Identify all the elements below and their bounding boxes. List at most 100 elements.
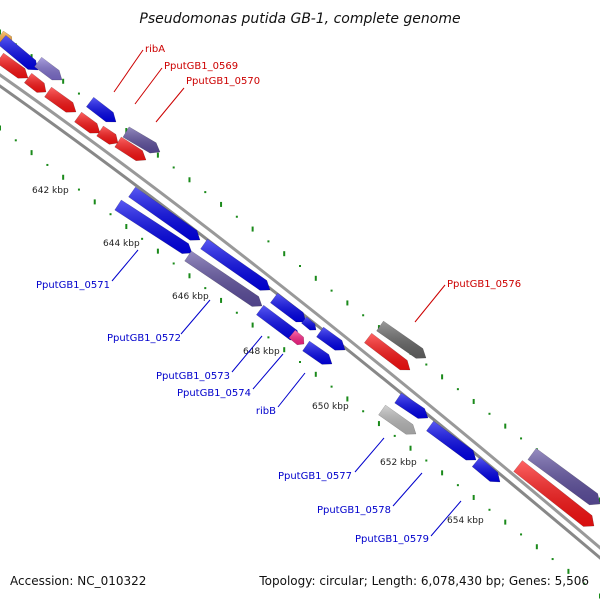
- gene-ribB-shade: [302, 340, 333, 365]
- gene-pputgb1-0578[interactable]: [426, 420, 477, 461]
- tick-644: 644 kbp: [103, 239, 140, 249]
- accession: Accession: NC_010322: [10, 574, 146, 588]
- gc-dot: [362, 410, 365, 413]
- gene-upper-right-1[interactable]: [394, 392, 429, 419]
- gene-long-2[interactable]: [200, 238, 271, 291]
- tick-652: 652 kbp: [380, 458, 417, 468]
- gene-right-purple[interactable]: [527, 448, 600, 506]
- label-pputgb1-0577[interactable]: PputGB1_0577: [278, 471, 352, 482]
- gc-dot: [267, 240, 270, 243]
- gene-partial-red-1[interactable]: [0, 52, 29, 79]
- gc-dot: [204, 287, 207, 290]
- gene-long-2-shade: [200, 238, 271, 291]
- gc-dot: [251, 322, 254, 328]
- gc-dot: [441, 374, 444, 380]
- gc-dot: [314, 275, 317, 281]
- gene-partial-red-2[interactable]: [23, 72, 47, 93]
- gc-dot: [235, 215, 238, 218]
- gene-ribB[interactable]: [302, 340, 333, 365]
- gc-dot: [204, 191, 207, 194]
- gene-pputgb1-0577[interactable]: [378, 404, 417, 435]
- gc-dot: [172, 166, 175, 169]
- gc-dot: [583, 582, 586, 585]
- gene-blue-small-1[interactable]: [270, 292, 307, 323]
- gc-dot: [504, 423, 507, 429]
- gene-pputgb1-0579-shade: [471, 457, 501, 483]
- gene-partial-red-3[interactable]: [44, 86, 77, 113]
- map-title: Pseudomonas putida GB-1, complete genome: [139, 11, 460, 27]
- gc-dot: [220, 201, 223, 207]
- gc-dot: [346, 396, 349, 402]
- label-pputgb1-0569[interactable]: PputGB1_0569: [164, 61, 238, 72]
- gene-ribA-shade: [85, 96, 117, 123]
- label-pputgb1-0579[interactable]: PputGB1_0579: [355, 534, 429, 545]
- gc-dot: [409, 445, 412, 451]
- gene-pputgb1-0579[interactable]: [471, 457, 501, 483]
- gc-dot: [314, 371, 317, 377]
- gc-dot: [299, 265, 301, 267]
- label-pputgb1-0574[interactable]: PputGB1_0574: [177, 388, 251, 399]
- gc-dot: [14, 139, 17, 142]
- label-pputgb1-0570[interactable]: PputGB1_0570: [186, 76, 260, 87]
- gc-dot: [488, 412, 491, 415]
- gene-partial-lavender[interactable]: [34, 56, 63, 81]
- gene-pputgb1-0572[interactable]: [184, 250, 263, 307]
- gene-pputgb1-0570[interactable]: [122, 126, 161, 154]
- tick-646: 646 kbp: [172, 292, 209, 302]
- label-pputgb1-0571[interactable]: PputGB1_0571: [36, 280, 110, 291]
- gene-gray[interactable]: [376, 320, 427, 359]
- gene-blue-small-2-shade: [316, 326, 346, 351]
- genome-backbone: [0, 73, 600, 560]
- gc-dot: [141, 237, 144, 240]
- gc-dot: [283, 251, 286, 257]
- gene-upper-right-1-shade: [394, 392, 429, 419]
- gc-dot: [267, 336, 270, 339]
- gene-pputgb1-0578-shade: [426, 420, 477, 461]
- gc-dot: [125, 128, 128, 134]
- gene-pputgb1-0576[interactable]: [364, 332, 411, 371]
- gc-dot: [30, 150, 33, 156]
- gc-dot: [456, 388, 459, 391]
- gc-dot: [472, 494, 475, 500]
- label-pputgb1-0576[interactable]: PputGB1_0576: [447, 279, 521, 290]
- gene-red-b[interactable]: [96, 125, 119, 145]
- gene-gray-shade: [376, 320, 427, 359]
- tick-654: 654 kbp: [447, 516, 484, 526]
- gc-dot: [283, 347, 286, 353]
- gc-dot: [377, 421, 380, 427]
- gene-blue-small-1-shade: [270, 292, 307, 323]
- label-pputgb1-0578[interactable]: PputGB1_0578: [317, 505, 391, 516]
- gene-partial-red-1-shade: [0, 52, 29, 79]
- gene-red-a[interactable]: [74, 111, 101, 134]
- gene-red-a-shade: [74, 111, 101, 134]
- label-pputgb1-0573[interactable]: PputGB1_0573: [156, 371, 230, 382]
- gene-labels: ribA PputGB1_0569 PputGB1_0570 PputGB1_0…: [36, 44, 521, 545]
- gc-dot: [188, 177, 191, 183]
- gc-dot: [346, 300, 349, 306]
- gene-blue-tiny-shade: [301, 316, 317, 331]
- gene-pputgb1-0574[interactable]: [288, 329, 305, 346]
- gene-blue-small-2[interactable]: [316, 326, 346, 351]
- label-ribB[interactable]: ribB: [256, 406, 276, 417]
- gene-track: [0, 30, 600, 527]
- gene-upper-long[interactable]: [128, 186, 201, 241]
- gene-red-c-shade: [114, 136, 147, 161]
- gc-dot: [235, 311, 238, 314]
- gene-red-c[interactable]: [114, 136, 147, 161]
- gene-ribA[interactable]: [85, 96, 117, 123]
- gene-pputgb1-0571-shade: [114, 199, 193, 254]
- gc-dot: [93, 199, 96, 205]
- label-pputgb1-0572[interactable]: PputGB1_0572: [107, 333, 181, 344]
- gc-dot: [425, 459, 428, 462]
- gene-right-red-shade: [513, 460, 595, 527]
- gene-pputgb1-0571[interactable]: [114, 199, 193, 254]
- gene-partial-red-3-shade: [44, 86, 77, 113]
- label-ribA[interactable]: ribA: [145, 44, 165, 55]
- gc-dot: [46, 163, 49, 166]
- gene-upper-long-shade: [128, 186, 201, 241]
- gc-dot: [0, 125, 1, 131]
- gc-dot: [156, 152, 159, 158]
- gene-blue-tiny[interactable]: [301, 316, 317, 331]
- gc-dot: [535, 544, 538, 550]
- gene-right-red[interactable]: [513, 460, 595, 527]
